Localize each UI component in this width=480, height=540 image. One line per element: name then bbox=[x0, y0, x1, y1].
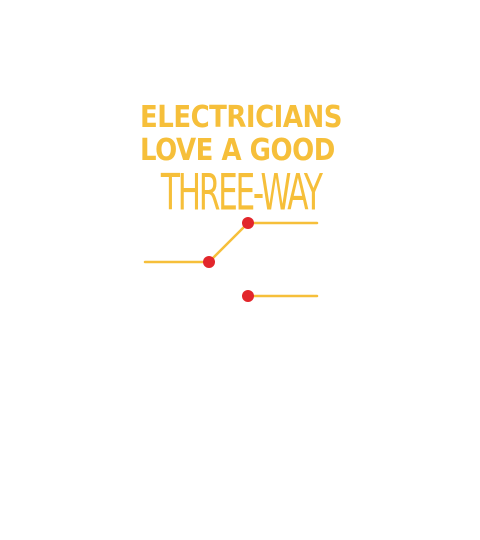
headline-line-1: ELECTRICIANS bbox=[140, 100, 342, 136]
terminal-common bbox=[203, 256, 215, 268]
headline-line-2: LOVE A GOOD bbox=[140, 133, 335, 169]
terminal-top bbox=[242, 217, 254, 229]
switch-lever bbox=[207, 221, 250, 264]
terminal-bottom bbox=[242, 290, 254, 302]
headline-line-3: THREE-WAY bbox=[160, 164, 323, 222]
